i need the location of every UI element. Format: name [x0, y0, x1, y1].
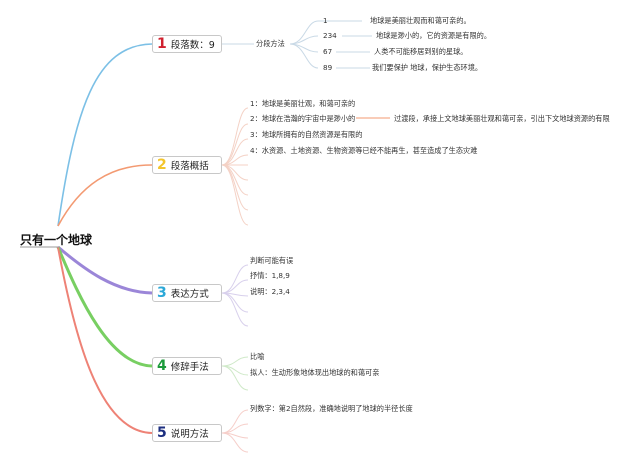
branch-3-label: 表达方式	[170, 289, 209, 300]
branch-5-label: 说明方法	[170, 429, 209, 440]
branch-3-number: 3	[157, 285, 167, 301]
branch-4-label: 修辞手法	[170, 362, 209, 373]
expression-item-3[interactable]: 说明：2,3,4	[250, 287, 290, 296]
segment-key-1[interactable]: 1	[323, 16, 328, 25]
segment-method-node[interactable]: 分段方法	[256, 39, 285, 48]
link-method-sub-4	[289, 43, 319, 69]
branch-5-number: 5	[157, 425, 167, 441]
branch-2-node[interactable]: 2 段落概括	[152, 156, 222, 174]
segment-text-234[interactable]: 地球是渺小的，它的资源是有限的。	[376, 31, 492, 40]
branch-3-fan	[221, 264, 249, 327]
summary-item-2-note[interactable]: 过渡段，承接上文地球美丽壮观和蔼可亲，引出下文地球资源的有限	[394, 114, 610, 123]
branch-4-fan	[221, 356, 249, 391]
branch-5-fan	[221, 409, 249, 453]
link-root-branch-5	[57, 246, 153, 434]
expression-item-1[interactable]: 判断可能有误	[250, 256, 294, 265]
rhetoric-item-1[interactable]: 比喻	[250, 352, 265, 361]
link-root-branch-3	[57, 245, 153, 295]
segment-text-89[interactable]: 我们要保护 地球，保护生态环境。	[372, 63, 483, 72]
branch-2-number: 2	[157, 157, 167, 173]
segment-text-67[interactable]: 人类不可能移居到别的星球。	[374, 47, 468, 56]
branch-2-fan	[221, 107, 390, 226]
expression-item-2[interactable]: 抒情：1,8,9	[250, 271, 290, 280]
segment-key-234[interactable]: 234	[323, 31, 337, 40]
branch-2-label: 段落概括	[170, 161, 209, 172]
segment-key-89[interactable]: 89	[323, 63, 333, 72]
branch-4-number: 4	[157, 358, 167, 374]
rhetoric-item-2[interactable]: 拟人：生动形象地体现出地球的和蔼可亲	[250, 368, 380, 377]
link-root-branch-4	[56, 246, 153, 368]
summary-item-1[interactable]: 1：地球是美丽壮观，和蔼可亲的	[250, 99, 356, 108]
root-topic[interactable]: 只有一个地球	[20, 233, 93, 247]
branch-4-node[interactable]: 4 修辞手法	[152, 357, 222, 375]
method-item-1[interactable]: 列数字：第2自然段，准确地说明了地球的半径长度	[250, 404, 413, 413]
branch-1-node[interactable]: 1 段落数：9	[152, 35, 222, 53]
link-root-branch-2	[57, 164, 153, 227]
link-root-branch-1	[57, 43, 153, 227]
branch-3-node[interactable]: 3 表达方式	[152, 284, 222, 302]
summary-item-4[interactable]: 4：水资源、土地资源、生物资源等已经不能再生，甚至造成了生态灾难	[250, 146, 478, 155]
branch-5-node[interactable]: 5 说明方法	[152, 424, 222, 442]
segment-key-67[interactable]: 67	[323, 47, 333, 56]
branch-1-number: 1	[157, 36, 167, 52]
branch-1-label: 段落数：9	[170, 40, 215, 51]
segment-text-1[interactable]: 地球是美丽壮观而和蔼可亲的。	[370, 16, 471, 25]
summary-item-3[interactable]: 3：地球所拥有的自然资源是有限的	[250, 130, 363, 139]
summary-item-2[interactable]: 2：地球在浩瀚的宇宙中是渺小的	[250, 114, 356, 123]
